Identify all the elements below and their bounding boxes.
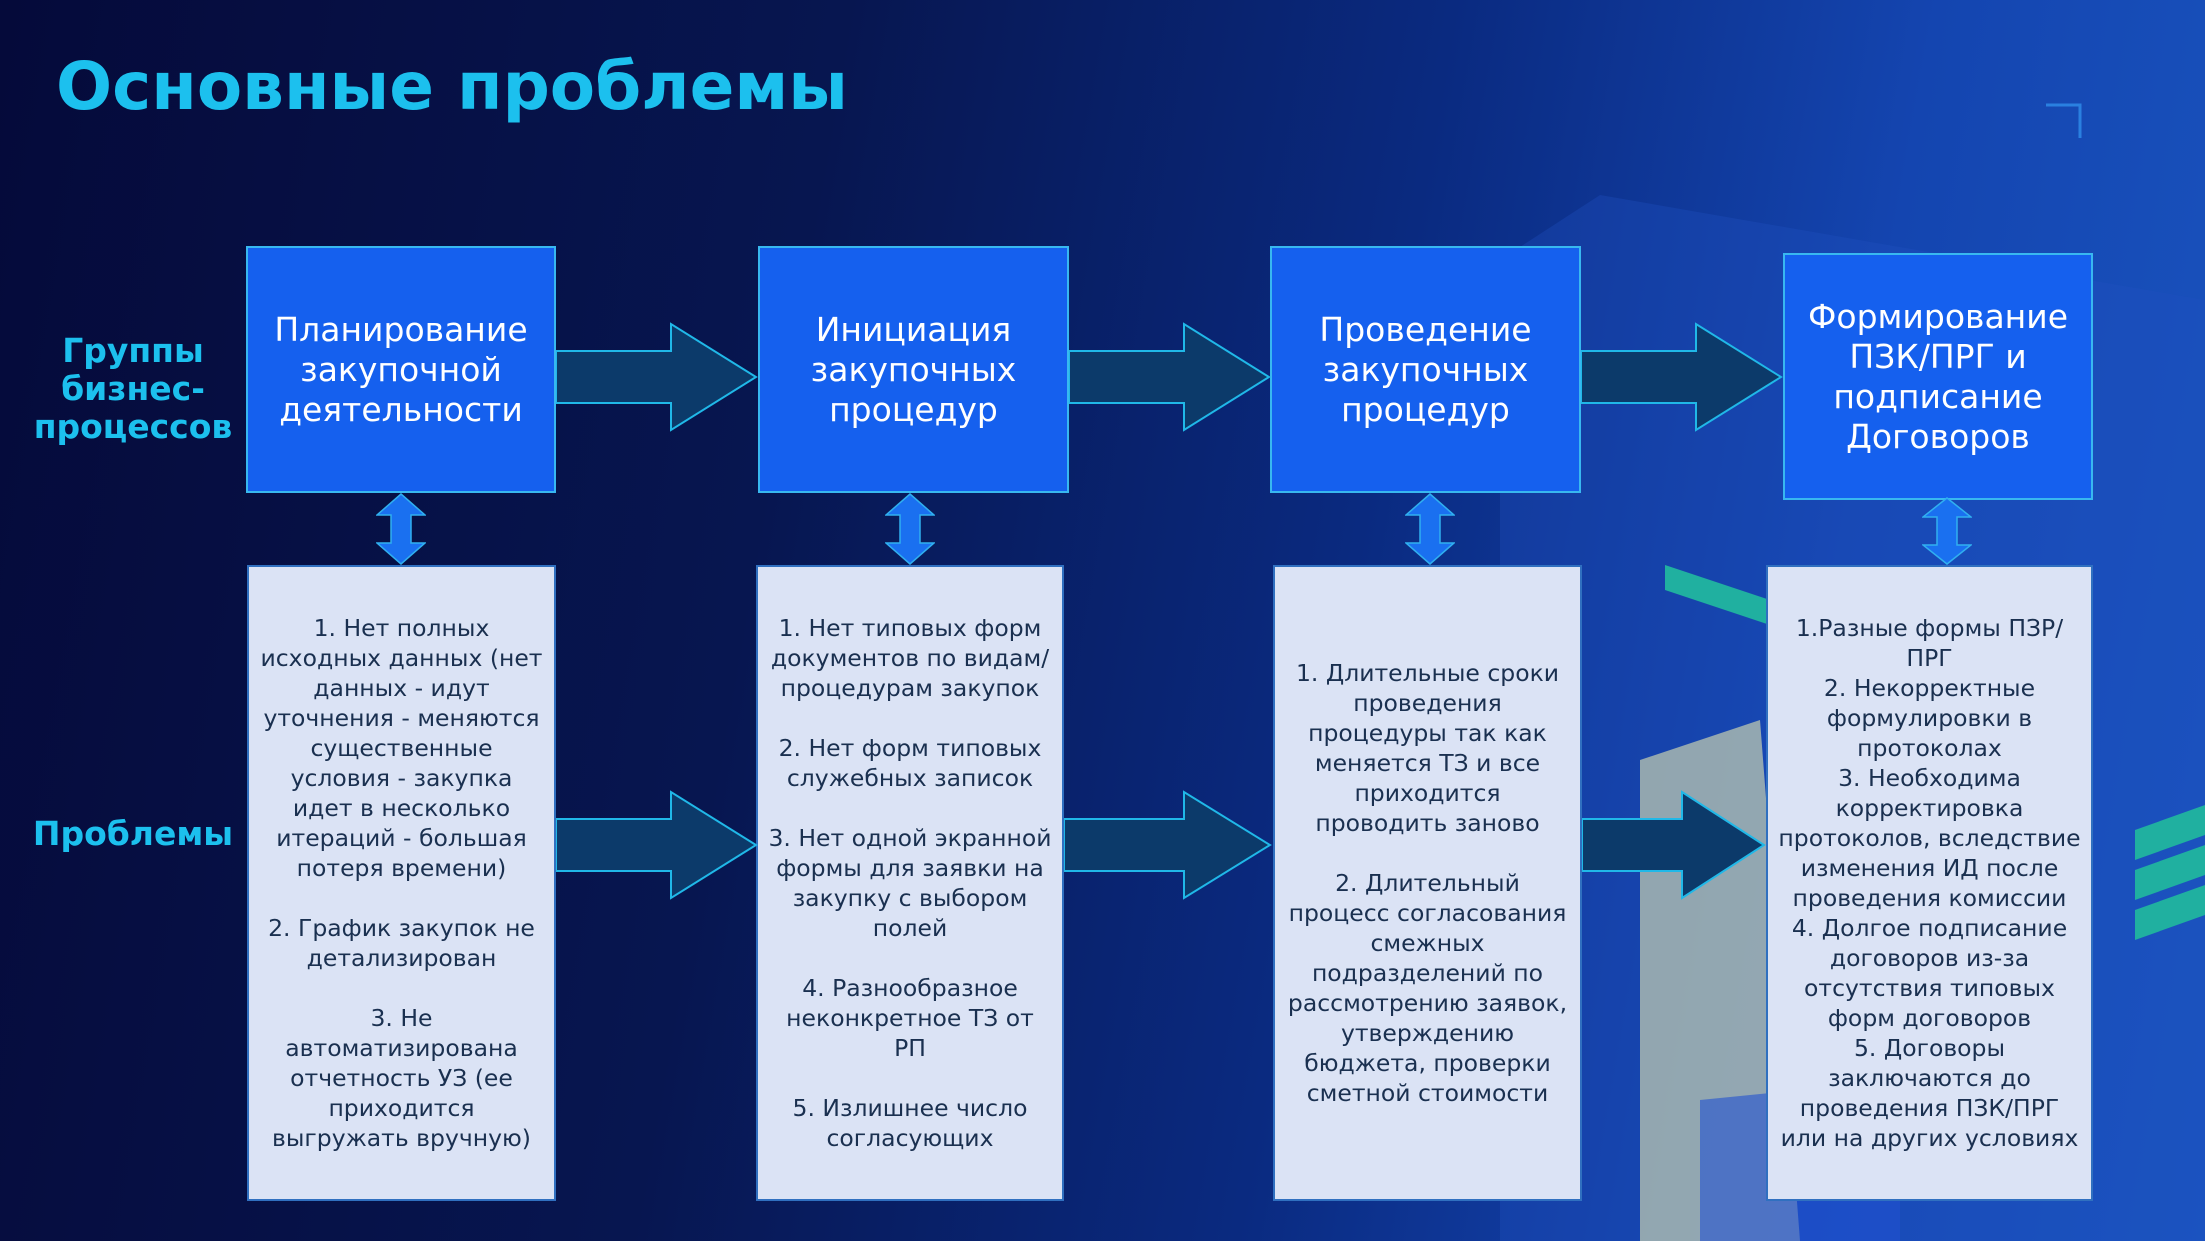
double-arrow-icon <box>1405 493 1455 565</box>
process-box-conducting: Проведение закупочных процедур <box>1270 246 1581 493</box>
arrow-right-icon <box>556 322 758 432</box>
arrow-right-icon <box>1581 322 1783 432</box>
label-problems: Проблемы <box>32 814 234 853</box>
problems-box-contracts: 1.Разные формы ПЗР/ПРГ 2. Некорректные ф… <box>1766 565 2093 1201</box>
arrow-right-icon <box>1064 790 1272 900</box>
arrow-right-icon <box>1069 322 1271 432</box>
page-title: Основные проблемы <box>56 48 848 125</box>
problems-box-initiation: 1. Нет типовых форм документов по видам/… <box>756 565 1064 1201</box>
process-box-planning: Планирование закупочной деятельности <box>246 246 556 493</box>
problems-box-conducting: 1. Длительные сроки проведения процедуры… <box>1273 565 1582 1201</box>
double-arrow-icon <box>376 493 426 565</box>
process-box-contracts: Формирование ПЗК/ПРГ и подписание Догово… <box>1783 253 2093 500</box>
arrow-right-icon <box>1582 790 1766 900</box>
label-business-groups: Группы бизнес-процессов <box>33 331 233 446</box>
double-arrow-icon <box>1922 497 1972 565</box>
arrow-right-icon <box>556 790 758 900</box>
process-box-initiation: Инициация закупочных процедур <box>758 246 1069 493</box>
double-arrow-icon <box>885 493 935 565</box>
problems-box-planning: 1. Нет полных исходных данных (нет данны… <box>247 565 556 1201</box>
